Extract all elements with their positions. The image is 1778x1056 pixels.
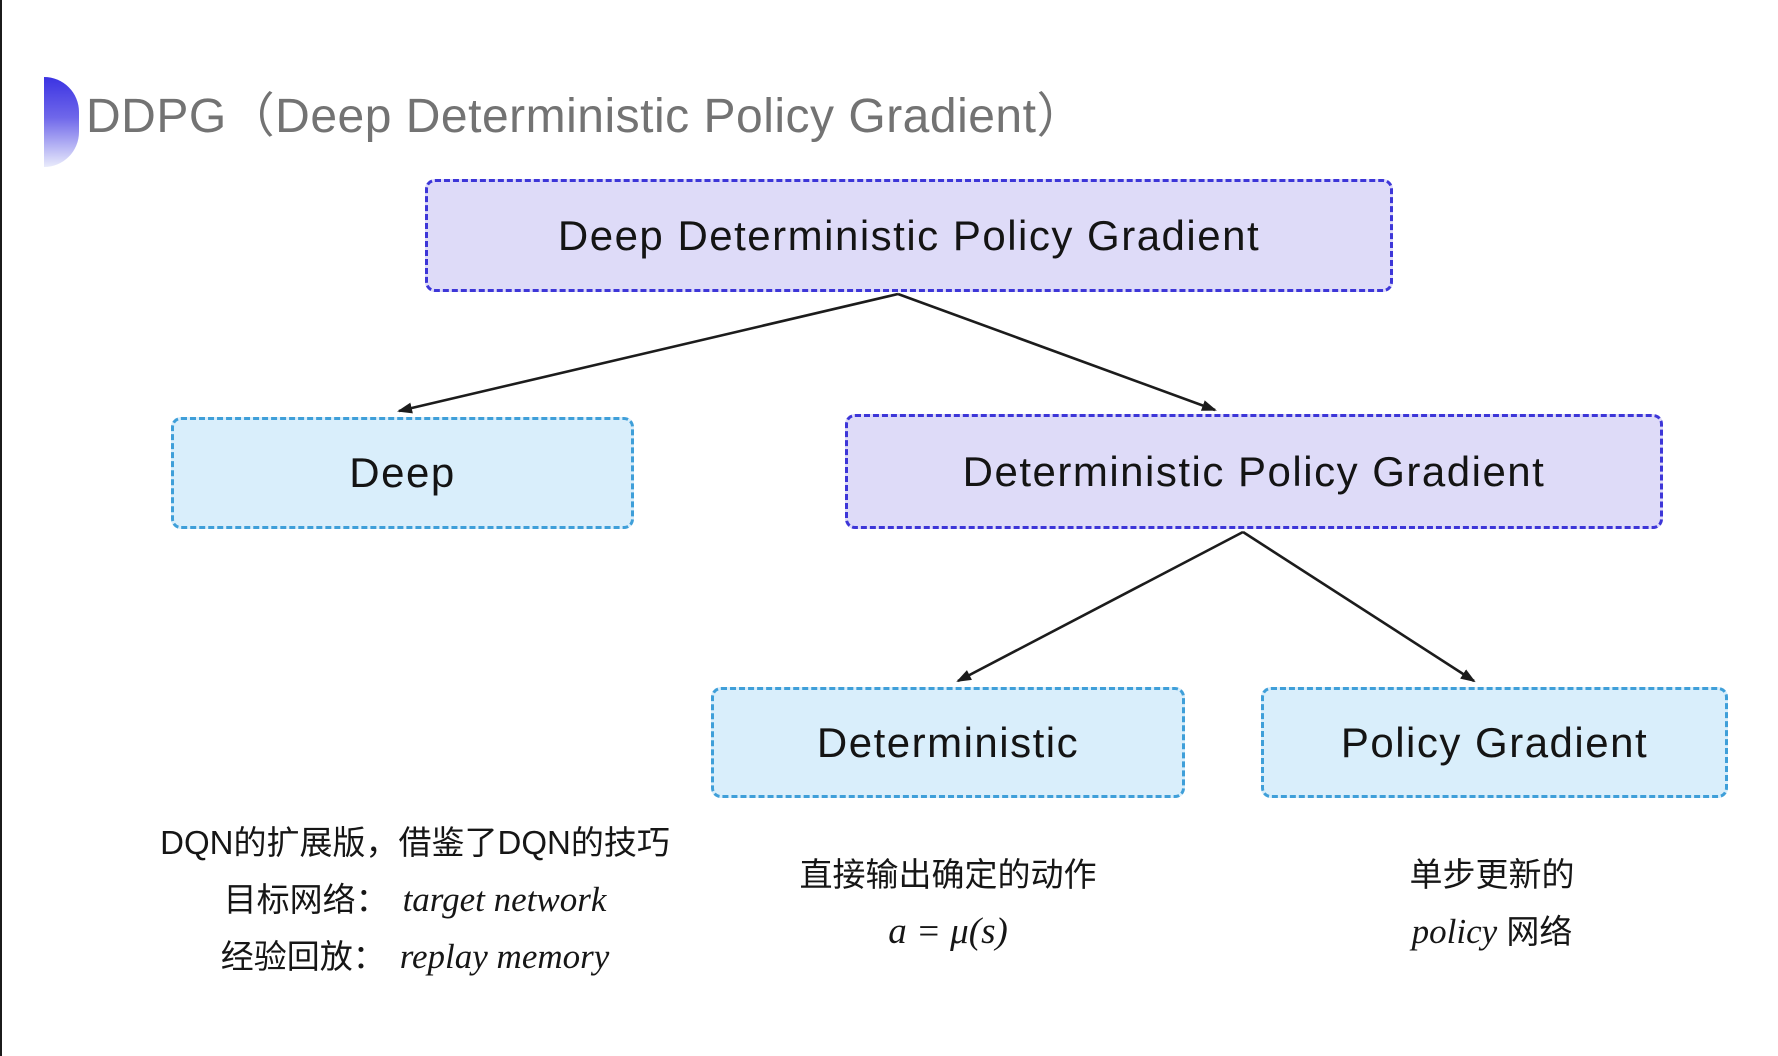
page-title: DDPG（Deep Deterministic Policy Gradient） (86, 90, 1085, 143)
note-deterministic: 直接输出确定的动作 a = μ(s) (770, 846, 1126, 960)
node-deep-deterministic-policy-gradient: Deep Deterministic Policy Gradient (425, 179, 1393, 292)
node-label: Deep Deterministic Policy Gradient (557, 211, 1261, 259)
node-label: Deep (349, 449, 456, 496)
note-deep: DQN的扩展版，借鉴了DQN的技巧 目标网络：target network 经验… (120, 814, 710, 985)
note-deep-line1: DQN的扩展版，借鉴了DQN的技巧 (160, 824, 670, 861)
slide-accent-icon (44, 77, 79, 167)
node-policy-gradient: Policy Gradient (1261, 687, 1728, 798)
node-deterministic: Deterministic (711, 687, 1185, 798)
node-label: Policy Gradient (1340, 718, 1649, 766)
node-label: Deterministic (816, 718, 1080, 766)
arrow-ddpg-to-dpg (897, 292, 1217, 412)
node-deterministic-policy-gradient: Deterministic Policy Gradient (845, 414, 1663, 529)
note-deterministic-formula: a = μ(s) (888, 911, 1008, 952)
target-network-term: target network (402, 880, 607, 919)
replay-memory-term: replay memory (399, 937, 610, 976)
node-deep: Deep (171, 417, 634, 529)
arrow-dpg-to-policy-gradient (1242, 530, 1476, 683)
note-deep-line2: 目标网络：target network (223, 880, 607, 919)
note-policy-gradient-line1: 单步更新的 (1409, 856, 1575, 893)
note-deep-line3: 经验回放：replay memory (220, 937, 610, 976)
note-policy-gradient-line2: policy 网络 (1411, 912, 1573, 951)
arrow-ddpg-to-deep (397, 292, 899, 414)
node-label: Deterministic Policy Gradient (962, 447, 1546, 495)
note-policy-gradient: 单步更新的 policy 网络 (1322, 846, 1662, 960)
policy-term: policy (1411, 912, 1498, 951)
note-deterministic-line1: 直接输出确定的动作 (799, 856, 1097, 893)
arrow-dpg-to-deterministic (956, 530, 1244, 683)
left-edge-line (0, 0, 2, 1056)
